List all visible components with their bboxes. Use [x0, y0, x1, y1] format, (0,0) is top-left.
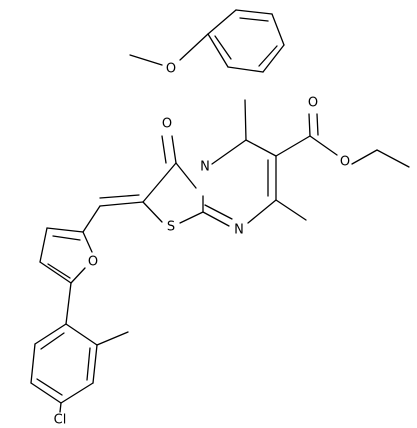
- svg-text:N: N: [200, 160, 210, 175]
- bond: [207, 9, 237, 35]
- svg-text:O: O: [166, 62, 176, 77]
- bond: [214, 35, 232, 60]
- bond: [175, 162, 197, 189]
- bond: [34, 323, 67, 345]
- bond: [82, 205, 101, 233]
- bond: [258, 45, 278, 67]
- bond: [99, 194, 140, 199]
- svg-text:O: O: [88, 255, 98, 270]
- bond: [142, 162, 177, 203]
- bond: [179, 211, 204, 224]
- bond: [65, 323, 98, 346]
- bond: [271, 13, 285, 46]
- ester-carbonyl-oxygen: O: [308, 96, 318, 111]
- methoxy-oxygen: O: [166, 62, 176, 77]
- bond: [36, 378, 63, 396]
- ester-oxygen: O: [340, 155, 350, 170]
- chlorine-atom: Cl: [54, 413, 67, 428]
- bond: [235, 9, 273, 15]
- bond: [351, 149, 378, 165]
- bond: [60, 382, 94, 404]
- svg-text:O: O: [340, 155, 350, 170]
- bond: [96, 331, 129, 346]
- bond: [86, 347, 91, 381]
- svg-text:S: S: [167, 220, 175, 235]
- bond: [244, 99, 247, 141]
- bond: [245, 139, 277, 157]
- atom-labels: O O O O N S N O Cl: [54, 62, 350, 428]
- carbonyl-oxygen: O: [162, 117, 172, 132]
- bond: [207, 33, 229, 68]
- bond: [99, 201, 144, 207]
- bond: [227, 66, 264, 73]
- bond: [39, 261, 72, 284]
- bond: [239, 17, 269, 22]
- bond: [129, 54, 163, 66]
- bond: [161, 135, 167, 164]
- bond: [47, 263, 71, 279]
- bond: [275, 199, 307, 221]
- bond: [59, 402, 62, 413]
- bond: [142, 201, 163, 223]
- bond: [40, 332, 65, 350]
- sulfur-atom: S: [167, 220, 175, 235]
- bond: [52, 235, 81, 241]
- bonds: [30, 9, 410, 413]
- svg-text:O: O: [308, 96, 318, 111]
- imine-nitrogen: N: [234, 223, 244, 238]
- bond: [376, 149, 410, 168]
- bond: [316, 113, 319, 136]
- bond: [179, 33, 209, 61]
- ring-nitrogen: N: [200, 160, 210, 175]
- bond: [275, 135, 311, 157]
- bond: [171, 135, 177, 164]
- bond: [202, 211, 230, 227]
- svg-text:O: O: [162, 117, 172, 132]
- bond: [204, 204, 233, 220]
- bond: [39, 227, 48, 263]
- furan-oxygen: O: [88, 255, 98, 270]
- bond: [46, 227, 84, 233]
- bond: [30, 382, 62, 404]
- bond: [82, 231, 93, 253]
- svg-text:N: N: [234, 223, 244, 238]
- bond: [30, 343, 36, 384]
- svg-text:Cl: Cl: [54, 413, 67, 428]
- bond: [211, 139, 247, 165]
- bond: [70, 267, 86, 284]
- bond: [309, 135, 338, 156]
- bond: [92, 344, 98, 384]
- bond: [308, 113, 311, 137]
- bond: [247, 199, 277, 224]
- bond: [262, 44, 285, 73]
- bond: [65, 282, 72, 325]
